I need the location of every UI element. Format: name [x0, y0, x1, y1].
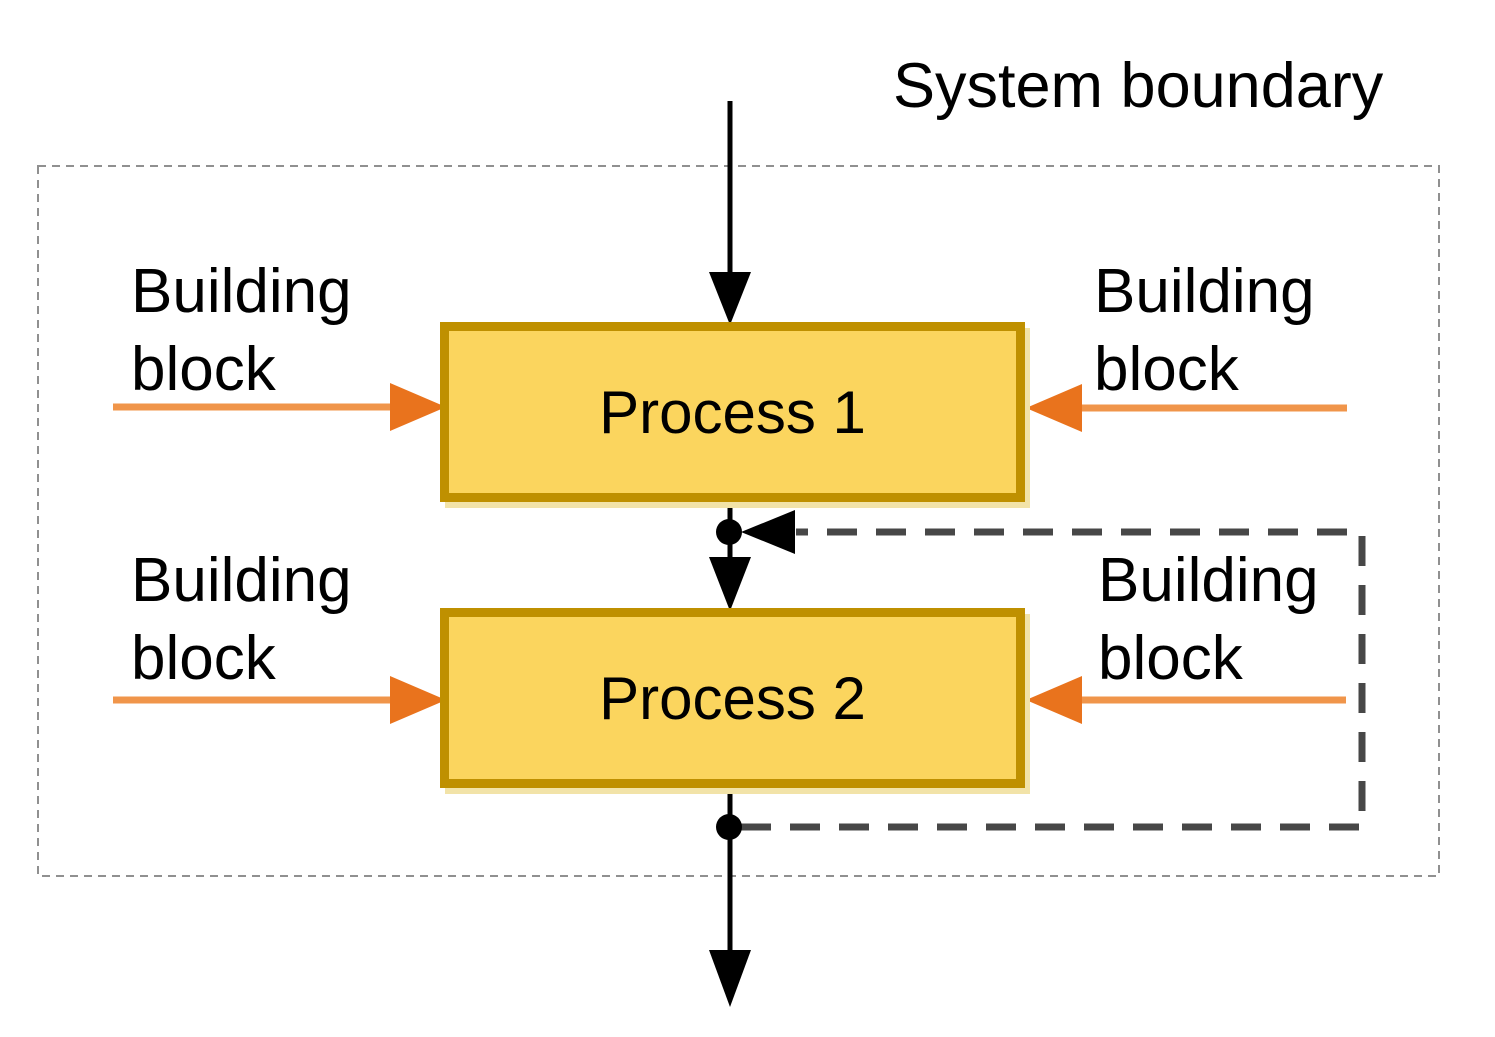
- process-1-box: Process 1: [440, 322, 1025, 502]
- system-boundary-label: System boundary: [893, 51, 1384, 121]
- output-flow-arrowhead-icon: [709, 950, 751, 1007]
- junction-dot-between-processes: [716, 519, 742, 545]
- junction-dot-below-process2: [716, 814, 742, 840]
- building-block-arrow-p1-left-head-icon: [390, 383, 446, 431]
- building-block-arrow-p2-right-head-icon: [1026, 676, 1082, 724]
- system-boundary-box: [37, 165, 1440, 877]
- building-block-label-top-left: Building block: [131, 257, 352, 404]
- building-block-arrow-p1-right-head-icon: [1026, 384, 1082, 432]
- building-block-label-top-right: Building block: [1094, 257, 1315, 404]
- process-2-label: Process 2: [599, 664, 866, 732]
- feedback-arrowhead-icon: [741, 510, 795, 554]
- feedback-loop-dashed-path: [741, 528, 1366, 831]
- process-2-box: Process 2: [440, 608, 1025, 788]
- building-block-arrow-p2-left-head-icon: [390, 676, 446, 724]
- process1-to-process2-arrowhead-icon: [709, 557, 751, 611]
- input-flow-arrowhead-icon: [709, 272, 751, 325]
- process-1-label: Process 1: [599, 378, 866, 446]
- building-block-label-mid-left: Building block: [131, 546, 352, 693]
- building-block-label-mid-right: Building block: [1098, 546, 1319, 693]
